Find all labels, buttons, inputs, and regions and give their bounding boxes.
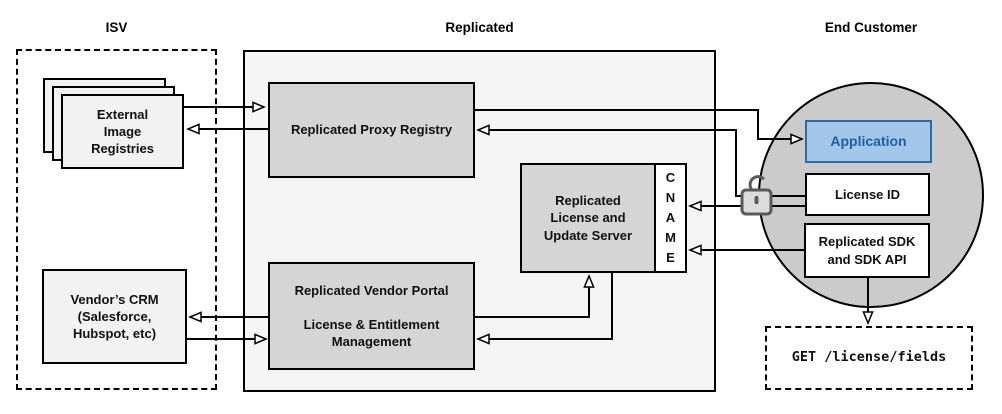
section-label-end-customer: End Customer <box>824 20 918 35</box>
section-label-replicated: Replicated <box>445 20 514 35</box>
get-license-fields-node: GET /license/fields <box>765 326 973 390</box>
application-node: Application <box>805 120 932 163</box>
external-image-registries-node: External Image Registries <box>61 94 184 169</box>
vendor-crm-node: Vendor’s CRM (Salesforce, Hubspot, etc) <box>42 269 187 364</box>
vendor-portal-node: Replicated Vendor Portal License & Entit… <box>268 262 475 370</box>
cname-node: C N A M E <box>654 163 687 273</box>
license-id-node: License ID <box>805 173 930 216</box>
proxy-registry-node: Replicated Proxy Registry <box>268 82 475 178</box>
license-update-server-node: Replicated License and Update Server <box>520 163 656 273</box>
isv-boundary <box>16 49 217 390</box>
section-label-isv: ISV <box>105 20 128 35</box>
sdk-node: Replicated SDK and SDK API <box>804 223 930 278</box>
